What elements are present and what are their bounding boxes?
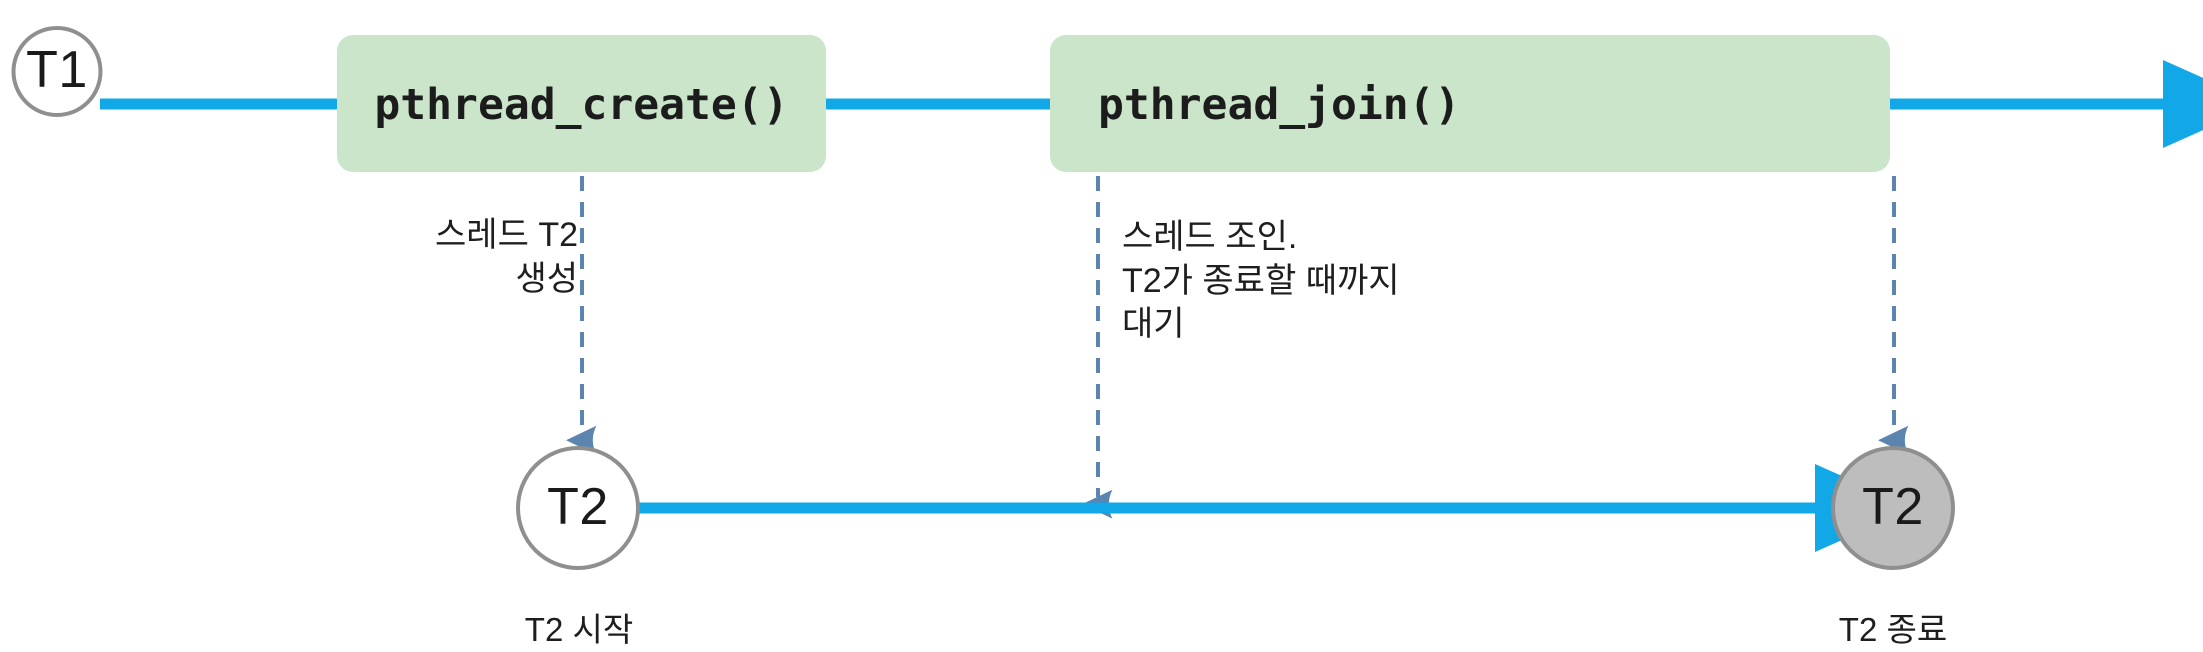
caption-t2-end: T2 종료 [1838,611,1948,648]
thread-t2-start-label: T2 [547,478,609,536]
pthread-create-box[interactable] [337,35,826,172]
annotation-thread-create: 스레드 T2 생성 [435,216,578,298]
pthread-create-label: pthread_create() [374,80,789,130]
pthread-join-box[interactable] [1050,35,1890,172]
thread-t1-circle[interactable] [11,26,103,117]
annotation-thread-join: 스레드 조인. T2가 종료할 때까지 대기 [1122,218,1400,344]
thread-t2-end-label: T2 [1862,478,1924,536]
thread-t2-end-circle[interactable] [1831,446,1955,570]
thread-t1-label: T1 [26,41,88,99]
pthread-join-label: pthread_join() [1098,80,1461,130]
caption-t2-start: T2 시작 [524,611,634,648]
thread-t2-start-circle[interactable] [516,446,640,570]
